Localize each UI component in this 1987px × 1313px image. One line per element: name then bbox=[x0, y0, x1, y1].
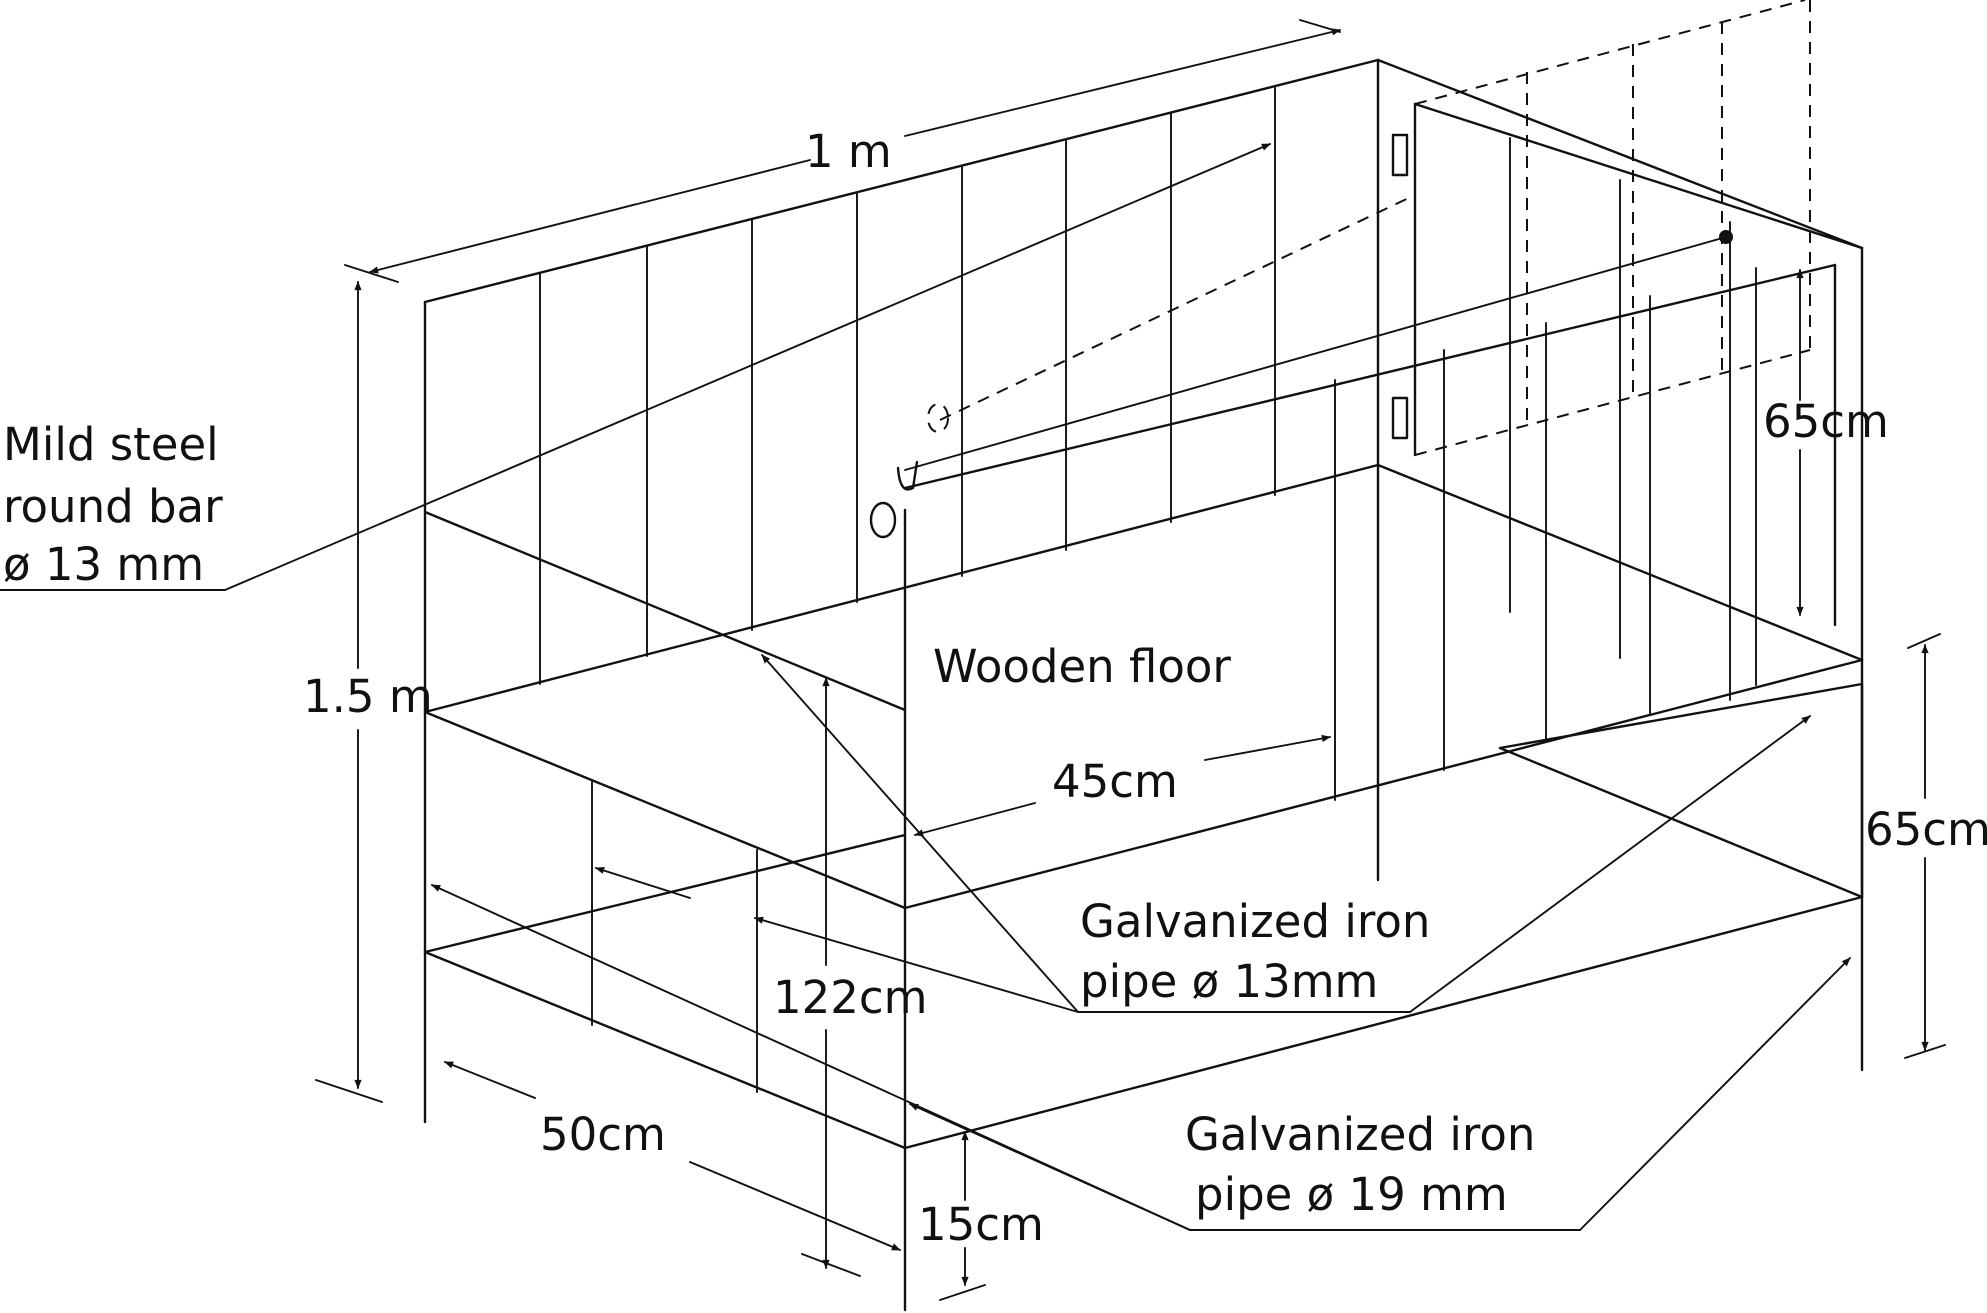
label-length-top: 1 m bbox=[805, 125, 892, 178]
label-side-height: 65cm bbox=[1865, 803, 1987, 856]
bar-handle bbox=[869, 460, 919, 539]
label-pipe19-line2: pipe ø 19 mm bbox=[1195, 1168, 1508, 1221]
labels: 1 m 1.5 m 65cm 65cm 122cm 45cm 50cm 15cm… bbox=[3, 125, 1987, 1251]
label-bar-line3: ø 13 mm bbox=[3, 538, 204, 591]
wooden-floor bbox=[423, 463, 1864, 910]
label-bar-line2: round bar bbox=[3, 480, 223, 533]
label-floor-width: 45cm bbox=[1052, 755, 1178, 808]
door bbox=[903, 102, 1864, 627]
open-door-ghost bbox=[927, 0, 1811, 456]
label-leg-height: 15cm bbox=[918, 1198, 1044, 1251]
label-height-total: 1.5 m bbox=[303, 670, 433, 723]
label-pipe13-line1: Galvanized iron bbox=[1080, 895, 1430, 948]
label-pipe13-line2: pipe ø 13mm bbox=[1080, 955, 1378, 1008]
label-floor-height: 122cm bbox=[773, 971, 927, 1024]
label-door-height: 65cm bbox=[1763, 395, 1889, 448]
leader-lines bbox=[0, 143, 1851, 1231]
label-pipe19-line1: Galvanized iron bbox=[1185, 1108, 1535, 1161]
label-bar-line1: Mild steel bbox=[3, 418, 219, 471]
vertical-rods bbox=[539, 86, 1757, 1093]
base-frame bbox=[423, 682, 1864, 1150]
label-base-depth: 50cm bbox=[540, 1108, 666, 1161]
dimension-lines bbox=[315, 19, 1946, 1301]
label-wooden-floor: Wooden floor bbox=[933, 640, 1231, 693]
